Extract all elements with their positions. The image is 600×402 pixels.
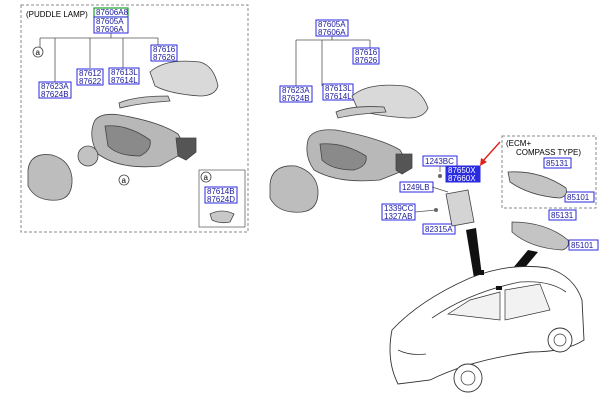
pointer-wedge-door-mirror — [466, 228, 482, 278]
label-box-87612[interactable] — [76, 68, 104, 86]
right-leader-tree — [295, 36, 371, 86]
label-87626[interactable]: 87626 — [153, 53, 176, 62]
label-85131[interactable]: 85131 — [551, 211, 574, 220]
label-87623a[interactable]: 87623A — [41, 82, 69, 91]
label-box-r-87613l[interactable] — [322, 83, 354, 101]
ecm-title-2: COMPASS TYPE) — [516, 148, 581, 157]
label-87606a8[interactable]: 87606A8 — [96, 8, 129, 17]
mirror-base-left — [175, 137, 197, 161]
right-mount-leaders — [414, 166, 449, 213]
label-87660x[interactable]: 87660X — [448, 174, 476, 183]
inset-callout-text: a — [204, 173, 209, 182]
mirror-lamp-strip-left — [118, 95, 171, 109]
label-1339cc[interactable]: 1339CC — [384, 204, 414, 213]
label-87624b[interactable]: 87624B — [41, 90, 69, 99]
label-r-87623a[interactable]: 87623A — [282, 86, 310, 95]
puddle-lamp-part — [209, 210, 235, 224]
label-87614b[interactable]: 87614B — [207, 187, 235, 196]
label-r-87613l[interactable]: 87613L — [325, 84, 352, 93]
callout-a-lower-text: a — [122, 176, 127, 185]
clip-part — [434, 208, 438, 212]
label-87622[interactable]: 87622 — [79, 77, 102, 86]
mirror-actuator-left — [104, 125, 151, 157]
left-panel-frame — [20, 4, 249, 233]
inset-callout-circle — [200, 171, 212, 183]
label-box-87623a[interactable] — [38, 81, 72, 99]
label-85101[interactable]: 85101 — [571, 241, 594, 250]
label-r-87616[interactable]: 87616 — [355, 48, 378, 57]
label-box-87616[interactable] — [150, 44, 178, 62]
label-box-87650x-selected[interactable] — [445, 165, 481, 183]
label-87612[interactable]: 87612 — [79, 69, 102, 78]
ecm-title-1: (ECM+ — [506, 139, 531, 148]
mirror-lamp-strip-right — [335, 106, 387, 119]
label-87605a[interactable]: 87605A — [96, 17, 124, 26]
label-1243bc[interactable]: 1243BC — [425, 157, 454, 166]
label-ecm-85101[interactable]: 85101 — [567, 193, 590, 202]
label-box-r-87623a[interactable] — [279, 85, 313, 103]
label-r-87614l[interactable]: 87614L — [325, 92, 352, 101]
ecm-panel-frame — [501, 135, 597, 209]
label-r-87605a[interactable]: 87605A — [318, 20, 346, 29]
label-r-87606a[interactable]: 87606A — [318, 28, 346, 37]
mirror-glass-right — [269, 165, 319, 213]
label-box-ecm-85101[interactable] — [564, 191, 595, 203]
mirror-glass-left — [27, 154, 73, 201]
left-leader-tree — [39, 33, 159, 82]
label-ecm-85131[interactable]: 85131 — [546, 159, 569, 168]
label-82315a[interactable]: 82315A — [425, 225, 453, 234]
label-87614l[interactable]: 87614L — [111, 76, 138, 85]
label-87616[interactable]: 87616 — [153, 45, 176, 54]
mirror-cover-left — [149, 60, 219, 97]
label-1327ab[interactable]: 1327AB — [384, 212, 412, 221]
mirror-actuator-right — [319, 143, 367, 171]
callout-a-text: a — [36, 48, 41, 57]
label-box-ecm-85131[interactable] — [543, 157, 572, 169]
pointer-arrow-line — [481, 141, 501, 163]
label-box-87614b[interactable] — [204, 186, 238, 204]
mirror-cap-left — [77, 145, 99, 167]
mirror-bracket — [445, 189, 475, 227]
label-box-85131[interactable] — [548, 209, 577, 221]
bolt-part — [438, 174, 442, 178]
label-87650x[interactable]: 87650X — [448, 166, 476, 175]
pointer-arrow-head — [480, 158, 487, 166]
label-87624d[interactable]: 87624D — [207, 195, 235, 204]
callout-a-lower-circle — [118, 174, 130, 186]
label-box-82315a[interactable] — [422, 223, 456, 235]
label-r-87624b[interactable]: 87624B — [282, 94, 310, 103]
label-box-87613l[interactable] — [108, 67, 140, 85]
label-1249lb[interactable]: 1249LB — [402, 183, 430, 192]
rearview-mirror-part — [511, 221, 569, 251]
label-box-r-87616[interactable] — [352, 47, 380, 65]
label-87606a[interactable]: 87606A — [96, 25, 124, 34]
label-r-87626[interactable]: 87626 — [355, 56, 378, 65]
mirror-base-right — [395, 153, 413, 175]
vehicle-outline — [389, 265, 585, 393]
callout-a-circle — [32, 46, 44, 58]
left-panel-title: (PUDDLE LAMP) — [26, 10, 88, 19]
ecm-mirror-part — [507, 171, 567, 199]
label-87613l[interactable]: 87613L — [111, 68, 138, 77]
label-box-85101[interactable] — [568, 239, 599, 251]
